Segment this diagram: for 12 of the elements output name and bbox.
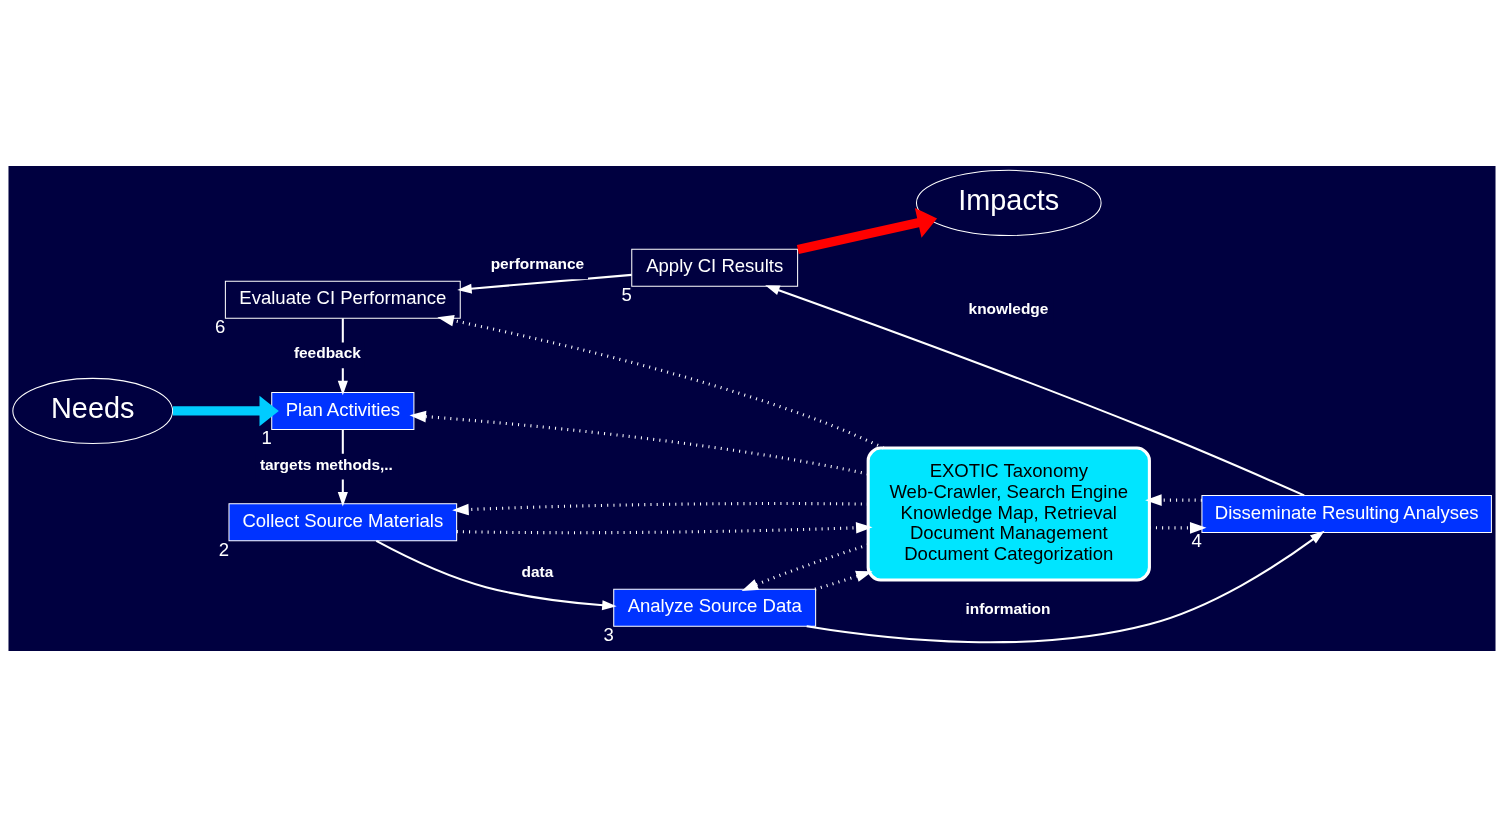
node-label: 3 xyxy=(603,623,614,645)
edge-label: performance xyxy=(490,254,585,272)
edge-label: information xyxy=(965,599,1051,617)
edge-label: targets methods,.. xyxy=(259,455,393,473)
node-label: 5 xyxy=(621,283,632,305)
edge-label: feedback xyxy=(293,343,361,361)
edge-label: knowledge xyxy=(968,299,1049,317)
node-label: 1 xyxy=(261,426,272,448)
edge-label: data xyxy=(521,562,554,580)
node-label: 2 xyxy=(218,538,229,560)
node-label: 4 xyxy=(1191,529,1202,551)
node-label: 6 xyxy=(215,315,226,337)
